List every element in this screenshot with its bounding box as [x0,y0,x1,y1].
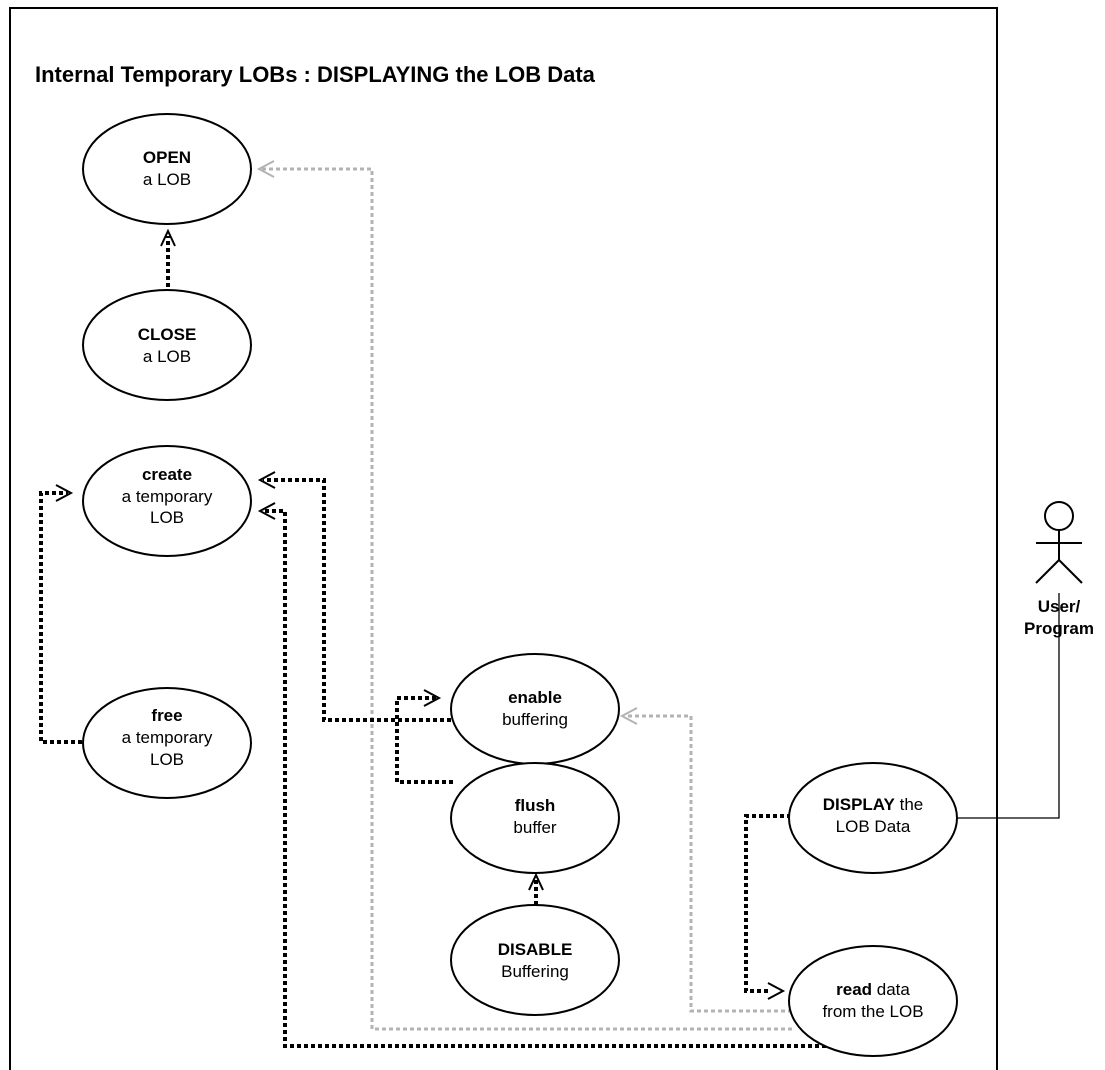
use-case-enable-buffering[interactable]: enable buffering [450,653,620,765]
dependency-read-to-open [256,160,792,1031]
svg-text:CLOSE: CLOSE [138,325,197,344]
actor-label-line2: Program [1024,619,1094,638]
svg-text:OPEN: OPEN [143,148,191,167]
svg-text:LOB: LOB [150,750,184,769]
svg-text:a LOB: a LOB [143,170,191,189]
dependency-flush-to-enable [395,689,453,784]
use-case-free[interactable]: free a temporary LOB [82,687,252,799]
dependency-read-to-enable [619,707,792,1013]
svg-text:buffer: buffer [513,818,557,837]
association-actor-display [957,593,1060,819]
svg-text:a temporary: a temporary [122,728,213,747]
use-case-disable-buffering[interactable]: DISABLE Buffering [450,904,620,1016]
use-case-open[interactable]: OPEN a LOB [82,113,252,225]
use-case-create[interactable]: create a temporary LOB [82,445,252,557]
svg-text:DISPLAY the: DISPLAY the [823,795,923,814]
actor-label-line1: User/ [1038,597,1081,616]
use-case-display-lob-data[interactable]: DISPLAY the LOB Data [788,762,958,874]
dependency-disable-to-flush [528,872,544,905]
svg-text:from the LOB: from the LOB [822,1002,923,1021]
dependency-enable-to-create [257,471,451,722]
svg-text:create: create [142,465,192,484]
dependency-read-to-create [257,502,840,1048]
use-case-flush-buffer[interactable]: flush buffer [450,762,620,874]
use-case-read-data[interactable]: read data from the LOB [788,945,958,1057]
svg-text:free: free [151,706,182,725]
dependency-close-to-open [160,228,176,294]
dependency-free-to-create [39,484,82,744]
use-case-close[interactable]: CLOSE a LOB [82,289,252,401]
svg-text:read data: read data [836,980,910,999]
svg-text:Buffering: Buffering [501,962,569,981]
svg-text:LOB: LOB [150,508,184,527]
stick-figure-icon [1035,501,1083,584]
svg-text:LOB Data: LOB Data [836,817,911,836]
svg-text:a LOB: a LOB [143,347,191,366]
diagram-title: Internal Temporary LOBs : DISPLAYING the… [35,62,596,87]
actor-user-program [1035,501,1083,584]
svg-text:enable: enable [508,688,562,707]
svg-text:DISABLE: DISABLE [498,940,573,959]
svg-text:a temporary: a temporary [122,487,213,506]
svg-text:flush: flush [515,796,556,815]
dependency-display-to-read [744,814,791,1000]
svg-text:buffering: buffering [502,710,568,729]
system-boundary [9,7,998,1070]
